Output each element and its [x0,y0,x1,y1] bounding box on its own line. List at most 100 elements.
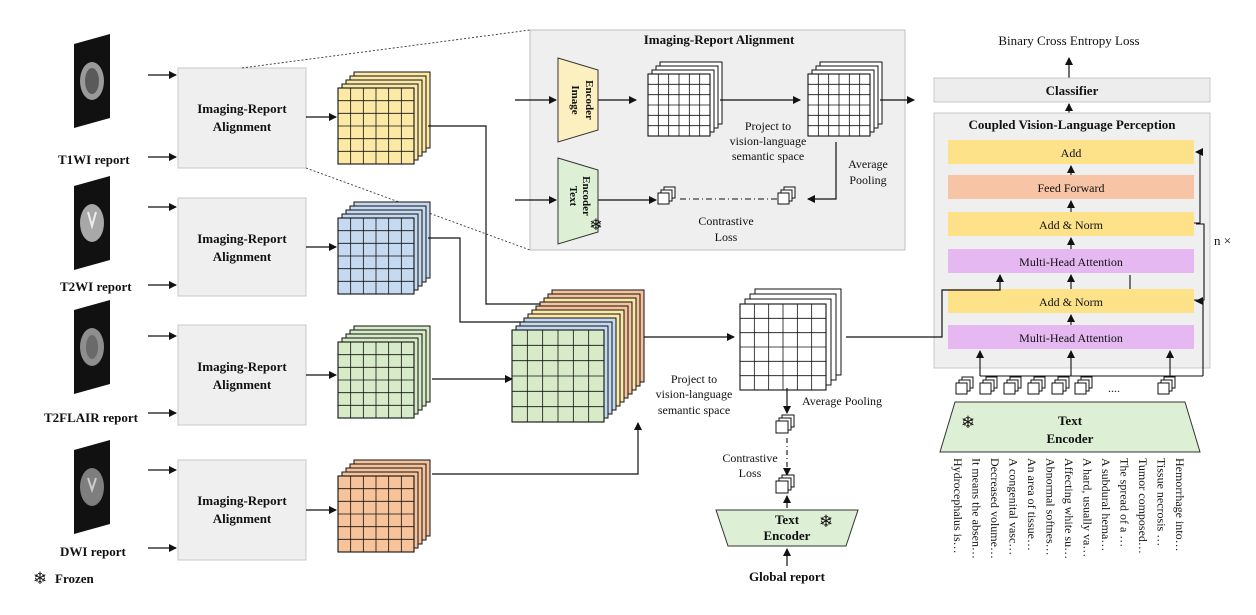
description-text: The spread of a … [1118,458,1132,547]
stack-to-combined-lines [428,125,642,475]
panel-image-embedding-cube [777,186,796,205]
svg-text:Add & Norm: Add & Norm [1039,218,1104,232]
svg-text:vision-language: vision-language [656,387,733,401]
token-ellipsis: .... [1108,381,1120,395]
svg-text:Imaging-Report: Imaging-Report [197,493,287,508]
layer-add-norm-lower: Add & Norm [948,289,1194,313]
svg-text:Imaging-Report: Imaging-Report [197,359,287,374]
frozen-legend-icon: ❄ [33,569,47,588]
image-encoder [557,57,599,143]
svg-text:Image: Image [569,85,581,114]
svg-text:Classifier: Classifier [1046,83,1099,98]
svg-text:Encoder: Encoder [580,176,592,216]
imaging-report-alignment-panel: Imaging-Report Alignment Image Encoder T… [515,29,915,251]
layer-multi-head-attention-lower: Multi-Head Attention [948,325,1194,349]
panel-image-feature-stack [647,61,723,137]
mri-slice-t1wi [74,34,110,128]
input-arrows [148,71,177,552]
alignment-box-dwi: Imaging-Report Alignment [177,459,307,561]
description-text: Tissue necrosis … [1155,458,1169,546]
svg-text:Add & Norm: Add & Norm [1039,295,1104,309]
input-label-t2wi: T2WI report [60,279,132,294]
vision-to-cvlp-arrow [846,274,1004,338]
description-text: Hydrocephalus is… [951,458,965,554]
feature-stack-dwi [337,459,431,553]
svg-text:Project to: Project to [671,372,717,386]
svg-text:Text: Text [775,512,800,527]
frozen-snowflake-icon: ❄ [819,512,833,531]
input-label-t2flair: T2FLAIR report [44,410,139,425]
feature-stack-t1wi [337,71,431,165]
svg-text:Encoder: Encoder [583,80,595,120]
svg-text:Loss: Loss [739,466,762,480]
global-text-encoder: Text Encoder ❄ [715,509,859,547]
svg-text:Loss: Loss [715,230,738,244]
description-text: Affecting white su… [1062,458,1076,559]
layer-multi-head-attention-upper: Multi-Head Attention [948,249,1194,273]
input-label-dwi: DWI report [60,544,127,559]
description-text: Hemorrhage into… [1173,458,1187,552]
text-token-embeddings [955,376,1176,395]
description-text: Tumor composed… [1136,458,1150,554]
svg-text:Average Pooling: Average Pooling [802,394,882,408]
svg-text:Alignment: Alignment [213,119,272,134]
loss-label: Binary Cross Entropy Loss [998,33,1139,48]
zoom-lines [241,29,531,251]
description-texts: Hydrocephalus is… It means the absen… Decr… [951,458,1187,559]
svg-text:vision-language: vision-language [730,134,807,148]
svg-text:Add: Add [1061,146,1082,160]
svg-text:Feed Forward: Feed Forward [1038,181,1105,195]
svg-text:Encoder: Encoder [764,528,811,543]
classifier-box: Classifier [933,77,1211,103]
alignment-to-feature-arrows [306,113,337,514]
svg-text:Alignment: Alignment [213,511,272,526]
global-report-label: Global report [749,569,826,584]
svg-text:Coupled Vision-Language Percep: Coupled Vision-Language Perception [968,117,1176,132]
repeat-label: n × [1214,233,1231,248]
alignment-box-t2wi: Imaging-Report Alignment [177,197,307,297]
panel-title: Imaging-Report Alignment [644,32,795,47]
svg-text:Text: Text [567,186,579,207]
pooled-image-embedding-cube [775,414,795,434]
svg-text:Multi-Head Attention: Multi-Head Attention [1019,331,1123,345]
frozen-legend-label: Frozen [55,571,95,586]
svg-text:Alignment: Alignment [213,377,272,392]
feature-stack-t2flair [337,325,431,419]
svg-text:Multi-Head Attention: Multi-Head Attention [1019,255,1123,269]
mri-slice-t2flair [74,300,110,394]
svg-text:Contrastive: Contrastive [698,214,753,228]
svg-text:semantic space: semantic space [732,149,804,163]
alignment-box-t2flair: Imaging-Report Alignment [177,324,307,426]
description-text: A subdural hema… [1099,458,1113,551]
description-text: Decreased volume… [988,458,1002,559]
svg-text:semantic space: semantic space [658,403,730,417]
input-label-t1wi: T1WI report [58,152,130,167]
text-encoder [557,157,599,245]
svg-text:Pooling: Pooling [849,173,886,187]
description-text: It means the absen… [970,458,984,559]
svg-text:Text: Text [1058,413,1083,428]
panel-projected-feature-stack [807,61,883,137]
description-text: Abnormal softnes… [1044,458,1058,556]
layer-feed-forward: Feed Forward [948,175,1194,199]
combined-feature-stack [511,289,645,423]
mri-slice-dwi [74,440,110,534]
svg-text:Project to: Project to [745,119,791,133]
svg-text:Imaging-Report: Imaging-Report [197,231,287,246]
description-text: A congenital vasc… [1007,458,1021,555]
description-text: A hard, usually va… [1081,458,1095,557]
mri-slice-t2wi [74,176,110,270]
cvlp-arrows [976,148,1205,377]
svg-text:Encoder: Encoder [1047,431,1094,446]
svg-text:Alignment: Alignment [213,249,272,264]
description-text: An area of tissue… [1025,458,1039,551]
feature-stack-t2wi [337,201,431,295]
svg-text:Contrastive: Contrastive [722,451,777,465]
layer-add: Add [948,140,1194,164]
description-text-encoder: Text Encoder ❄ [939,401,1201,453]
panel-text-embedding-cube [657,186,676,205]
svg-text:Imaging-Report: Imaging-Report [197,101,287,116]
layer-add-norm-upper: Add & Norm [948,212,1194,236]
global-text-embedding-cube [775,474,795,494]
